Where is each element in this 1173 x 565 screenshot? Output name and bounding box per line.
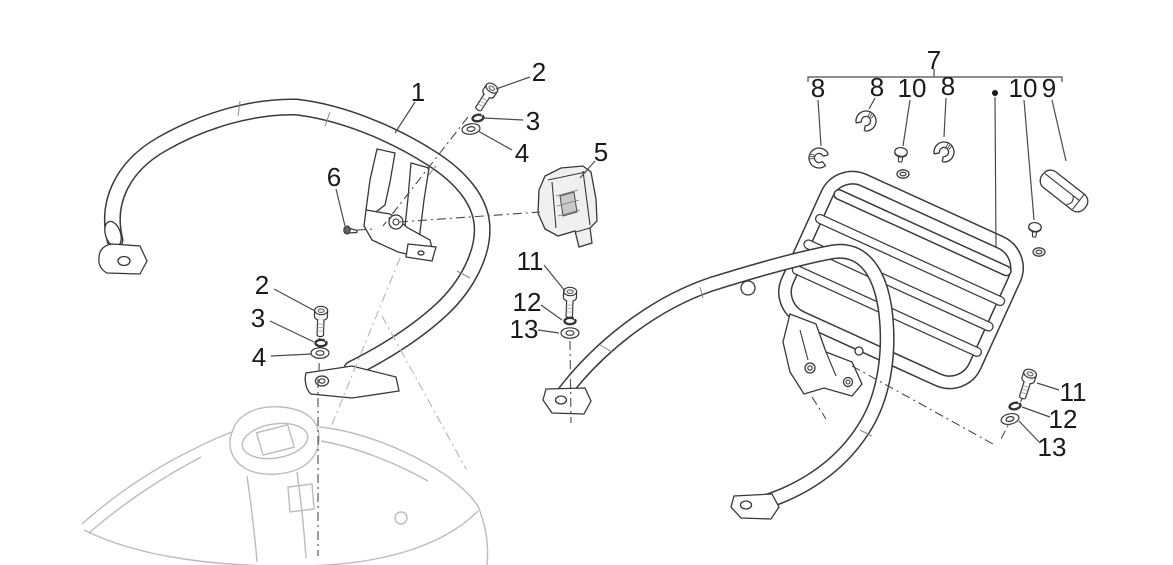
fasteners-layer xyxy=(310,80,1039,427)
body-bolt-detail xyxy=(394,511,408,525)
flat-washer-part13-right xyxy=(999,411,1021,427)
screw-part2-bottom xyxy=(313,305,329,338)
platform-slat xyxy=(815,213,1006,307)
projection-line-gray xyxy=(330,257,401,428)
callout-label-8: 8 xyxy=(941,71,955,101)
axis-line xyxy=(318,305,321,372)
flat-washer-part4-bottom xyxy=(310,347,330,359)
callout-label-10: 10 xyxy=(898,73,927,103)
lock-washer-part3-top xyxy=(470,112,486,124)
rear-rack-bottom-foot xyxy=(304,365,400,399)
callout-label-12: 12 xyxy=(513,287,542,317)
callout-label-11: 11 xyxy=(517,246,544,276)
leader-line xyxy=(1036,382,1060,391)
projection-line-gray xyxy=(381,315,467,470)
pin-seat-b xyxy=(1032,247,1046,257)
flat-washer-part13-left xyxy=(560,327,580,339)
bracket-plate-part5 xyxy=(537,165,598,248)
callout-label-11: 11 xyxy=(1060,377,1087,407)
pad-part9 xyxy=(1039,169,1089,213)
platform-back-rail xyxy=(833,189,1012,277)
callout-label-3: 3 xyxy=(251,303,265,333)
callout-label-2: 2 xyxy=(255,270,269,300)
bullet-leader-line xyxy=(994,96,997,249)
rear-rack-mount-bracket xyxy=(363,148,437,262)
construction-lines-layer xyxy=(317,116,1024,556)
callout-label-4: 4 xyxy=(515,138,529,168)
axis-line xyxy=(569,340,572,424)
callout-label-3: 3 xyxy=(526,106,540,136)
leader-line xyxy=(483,117,524,121)
leader-line xyxy=(1051,99,1067,162)
leader-line xyxy=(1023,99,1035,221)
leader-lines-layer xyxy=(269,69,1067,444)
axis-line xyxy=(398,211,541,223)
callout-label-13: 13 xyxy=(510,314,539,344)
callout-label-10: 10 xyxy=(1009,73,1038,103)
pin-part10-a xyxy=(893,146,909,164)
leader-line xyxy=(540,304,563,321)
leader-line xyxy=(335,188,346,227)
pipe-clip-part8-b xyxy=(849,108,879,138)
group-bracket-part7 xyxy=(807,69,1063,82)
callout-label-9: 9 xyxy=(1042,73,1056,103)
callout-label-6: 6 xyxy=(327,162,341,192)
leader-line xyxy=(943,97,947,138)
seat-recess-oval xyxy=(241,422,309,460)
flat-washer-part4-top xyxy=(460,121,482,137)
loop-pivot xyxy=(740,280,756,296)
platform-mount-bracket xyxy=(782,313,864,397)
leader-line xyxy=(1021,406,1051,418)
lock-washer-part12-right xyxy=(1007,400,1023,412)
callout-label-5: 5 xyxy=(594,137,608,167)
leader-line xyxy=(902,99,911,147)
rear-rack-left-foot xyxy=(98,243,148,275)
pin-seat-a xyxy=(896,169,910,179)
leader-line xyxy=(543,264,566,292)
axis-line xyxy=(356,228,375,231)
lock-washer-part12-left xyxy=(563,316,578,326)
front-rack-assembly xyxy=(542,108,1089,520)
leader-line xyxy=(273,288,316,312)
scooter-body-outline xyxy=(81,406,489,565)
rear-rack-tube xyxy=(112,101,482,369)
leader-line xyxy=(868,97,876,110)
callout-label-12: 12 xyxy=(1049,404,1078,434)
leader-line xyxy=(495,76,531,90)
axis-line xyxy=(811,396,827,420)
callout-label-13: 13 xyxy=(1038,432,1067,462)
leader-line xyxy=(269,320,315,343)
callout-label-8: 8 xyxy=(811,73,825,103)
leader-line xyxy=(537,329,560,334)
set-screw-part6 xyxy=(343,225,358,235)
axis-line xyxy=(382,116,469,227)
pipe-clip-part8-a xyxy=(805,142,838,175)
loop-foot-right xyxy=(730,493,780,520)
leader-line xyxy=(579,160,596,179)
leader-line xyxy=(270,353,313,357)
front-grab-loop xyxy=(560,251,887,505)
callout-label-8: 8 xyxy=(870,72,884,102)
screw-part11-right xyxy=(1015,367,1039,402)
callout-label-1: 1 xyxy=(411,77,425,107)
screw-part2-top xyxy=(471,80,501,115)
loop-foot-left xyxy=(542,387,592,415)
leader-line xyxy=(1018,420,1041,444)
pin-part10-b xyxy=(1027,221,1043,239)
leader-line xyxy=(477,130,513,151)
screw-part11-left xyxy=(562,286,578,319)
lock-washer-part3-bottom xyxy=(314,338,329,348)
leader-line xyxy=(817,99,822,147)
callout-label-2: 2 xyxy=(532,57,546,87)
rear-rack-assembly xyxy=(98,101,482,399)
ball-stud xyxy=(854,346,864,356)
axis-line xyxy=(851,365,994,445)
callout-label-4: 4 xyxy=(252,342,266,372)
bullet-marker xyxy=(992,90,998,96)
callout-label-7: 7 xyxy=(927,45,941,75)
pipe-clip-part8-c xyxy=(927,139,957,169)
leader-line xyxy=(394,101,416,134)
